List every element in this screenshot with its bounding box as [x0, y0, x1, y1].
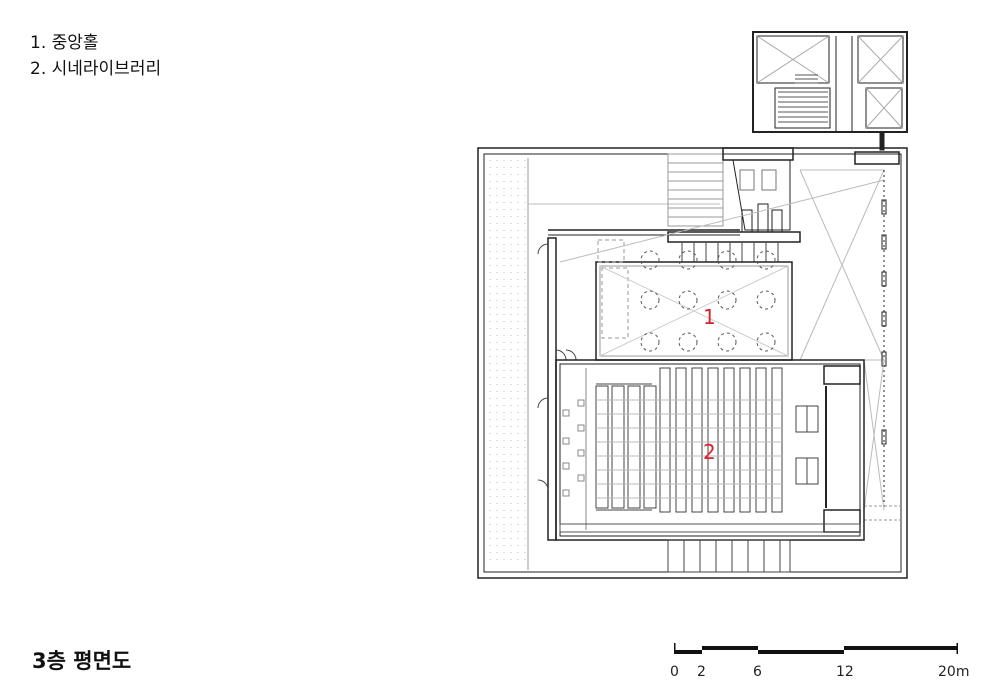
cine-library [537, 359, 865, 541]
scale-tick-12: 12 [836, 664, 854, 680]
scale-tick-0: 0 [670, 664, 679, 680]
legend-item-cine-library: 2. 시네라이브러리 [30, 59, 162, 79]
outer-boundary [477, 147, 908, 579]
lower-stair [667, 539, 791, 573]
legend: 1. 중앙홀 2. 시네라이브러리 [30, 30, 161, 82]
stair-core [752, 31, 908, 151]
drawing-title: 3층 평면도 [32, 649, 132, 673]
room-label-1: 1 [703, 305, 716, 329]
scale-tick-6: 6 [753, 664, 762, 680]
scale-tick-2: 2 [697, 664, 706, 680]
scale-tick-20m: 20m [938, 664, 969, 680]
grand-stair [667, 153, 724, 227]
central-hall [537, 229, 801, 541]
room-label-2: 2 [703, 440, 716, 464]
scale-bar: 0 2 6 12 20m [670, 643, 969, 680]
terrace-hatch [489, 160, 526, 566]
legend-item-central-hall: 1. 중앙홀 [30, 33, 99, 53]
